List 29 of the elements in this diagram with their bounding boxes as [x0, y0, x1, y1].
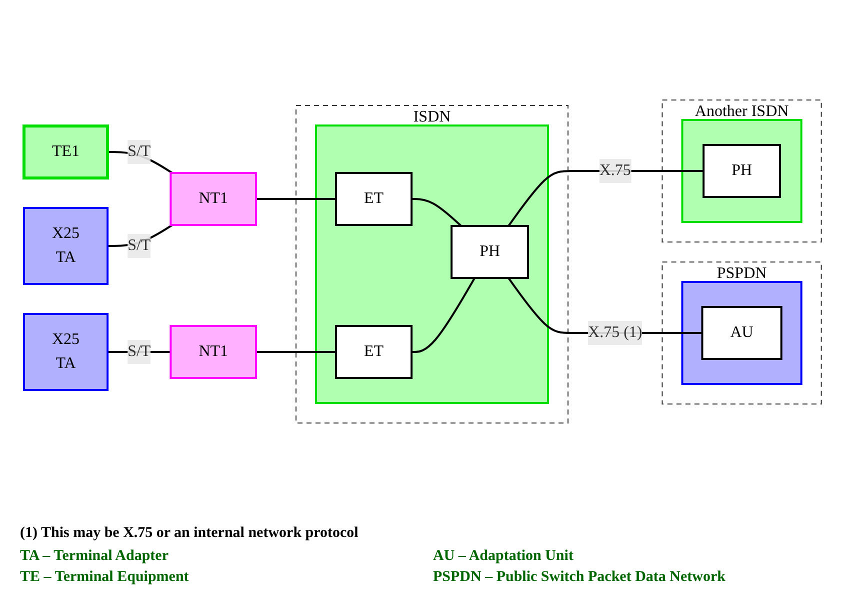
connector [108, 151, 174, 174]
edge-label: S/T [128, 237, 152, 254]
node-box: NT1 [170, 325, 258, 379]
legend-entry: PSPDN – Public Switch Packet Data Network [433, 569, 726, 586]
cluster [315, 124, 550, 404]
legend-entry: TA – Terminal Adapter [20, 548, 170, 565]
legend-entry: TE – Terminal Equipment [20, 569, 190, 586]
node-box: X25 TA [23, 313, 109, 391]
connector [256, 198, 336, 200]
edge-label: X.75 [600, 162, 632, 179]
node-box: AU [702, 306, 783, 360]
cluster [682, 281, 803, 385]
node-box: TE1 [22, 124, 110, 180]
node-box: X25 TA [23, 207, 109, 285]
connector [108, 351, 172, 353]
connector [412, 278, 476, 353]
cluster [682, 119, 803, 223]
node-box: PH [702, 144, 782, 198]
legend-entry: AU – Adaptation Unit [433, 548, 574, 565]
node-box: NT1 [170, 172, 258, 226]
node-box: ET [335, 325, 413, 379]
node-box: ET [335, 172, 413, 226]
edge-label: S/T [128, 143, 152, 160]
footnote: (1) This may be X.75 or an internal network protocol [20, 525, 360, 542]
connector [256, 351, 336, 353]
edge-label: X.75 (1) [588, 324, 643, 341]
edge-label: S/T [128, 343, 152, 360]
connector [412, 198, 462, 227]
node-box: PH [450, 225, 530, 279]
